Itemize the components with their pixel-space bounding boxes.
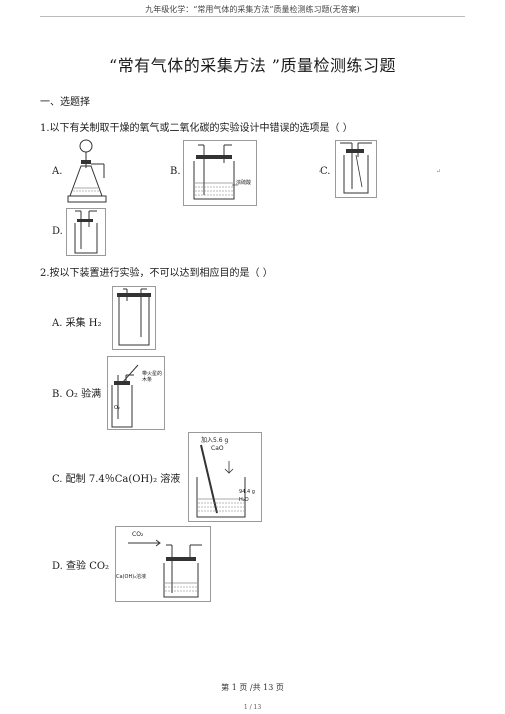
document-title: “常有气体的采集方法 ”质量检测练习题	[109, 56, 396, 75]
q2-option-b-figure: 带火星的木条 O₂	[107, 356, 165, 430]
q1-option-a-label: A.	[52, 166, 63, 177]
question-1-stem: 1.以下有关制取干燥的氧气或二氧化碳的实验设计中错误的选项是（ ）	[40, 123, 353, 134]
q1-para-mark-2: ↵	[436, 168, 442, 175]
question-2-stem: 2.按以下装置进行实验，不可以达到相应目的是（ ）	[40, 268, 273, 279]
section-heading: 一、选题择	[40, 97, 90, 108]
q2-option-a-figure	[112, 286, 156, 350]
q1-option-c-figure	[335, 140, 377, 198]
q2-c-add-label: 加入5.6 g	[201, 437, 229, 444]
q2-b-splint-label: 带火星的木条	[142, 371, 163, 383]
q2-option-b-label: B. O₂ 验满	[52, 389, 102, 400]
q1-option-d-figure	[66, 208, 106, 256]
q1-option-c-label: C.	[320, 166, 331, 177]
q1-option-d-label: D.	[52, 226, 63, 237]
q1-option-a-figure	[66, 138, 108, 204]
page-footer: 第 1 页 /共 13 页	[221, 683, 284, 692]
q2-d-solution-label: Ca(OH)₂溶液	[116, 574, 147, 580]
page-counter: 1 / 13	[243, 704, 262, 711]
q1-option-b-figure: 浓硫酸	[183, 140, 257, 206]
q2-d-co2-label: CO₂	[132, 531, 144, 538]
q2-c-h2o-label: H₂O	[239, 497, 249, 503]
q2-option-d-figure: CO₂ Ca(OH)₂溶液	[115, 526, 211, 602]
header-rule	[40, 16, 465, 17]
q1-para-mark-1: ↵	[318, 168, 324, 175]
q2-option-d-label: D. 查验 CO₂	[52, 561, 110, 572]
q2-b-gas-label: O₂	[114, 405, 120, 411]
q2-c-water-label: 94.4 g	[239, 489, 255, 495]
q2-option-a-label: A. 采集 H₂	[52, 318, 102, 329]
q2-option-c-figure: 加入5.6 g CaO 94.4 g H₂O	[188, 432, 262, 522]
q2-c-cao-label: CaO	[211, 445, 224, 452]
q1-b-acid-label: 浓硫酸	[236, 180, 252, 186]
q2-option-c-label: C. 配制 7.4％Ca(OH)₂ 溶液	[52, 474, 181, 485]
q1-option-b-label: B.	[170, 166, 181, 177]
page-header: 九年级化学：“常用气体的采集方法”质量检测练习题(无答案)	[145, 5, 360, 14]
